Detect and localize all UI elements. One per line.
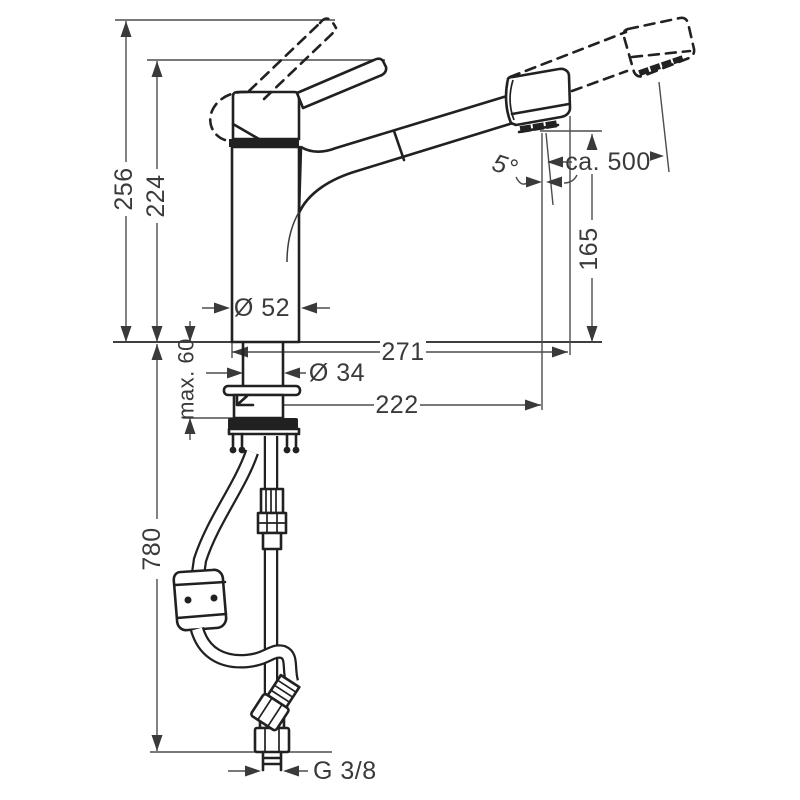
hose-weight-bands — [173, 580, 228, 620]
label-mask — [380, 340, 426, 364]
dim-reach-outlet: 222 — [375, 391, 418, 419]
handle-cap — [231, 90, 301, 141]
connection-thread — [261, 750, 283, 772]
dim-hose-drop: 780 — [138, 527, 166, 570]
stud-nut — [238, 446, 246, 454]
dim-height-lever: 224 — [142, 174, 170, 217]
hose-coupling-ribs — [259, 487, 285, 515]
stud-nut — [283, 446, 291, 454]
seal-ring — [228, 418, 298, 429]
mounting-group — [222, 341, 302, 454]
spray-head-seam — [510, 102, 571, 116]
dim-shank-diameter: Ø 34 — [309, 359, 365, 387]
dim-pull-out-length: ca. 500 — [565, 148, 651, 176]
hose-weight-screw — [210, 594, 218, 602]
hoses-group — [172, 436, 301, 772]
spout-joint-line — [392, 129, 406, 162]
pullout-path-line — [508, 30, 628, 79]
faucet-spout — [297, 94, 515, 215]
dim-body-diameter: Ø 52 — [234, 294, 290, 322]
shank-lower — [232, 393, 285, 420]
hose-weight — [172, 568, 228, 632]
hose-collar — [261, 531, 283, 551]
dimension-lines — [113, 19, 670, 772]
handle-cap-slant — [231, 122, 261, 141]
extended-head-nozzles — [638, 55, 684, 76]
hose-end-angled — [250, 673, 301, 732]
dimension-labels: 256 224 max. 60 780 165 Ø 52 Ø 34 271 22… — [110, 148, 651, 785]
dim-reach-total: 271 — [381, 338, 424, 366]
dim-height-raised-lever: 256 — [110, 167, 138, 210]
mounting-shank — [241, 341, 285, 388]
aerator-nozzles — [519, 120, 558, 134]
extended-spray-head — [622, 16, 696, 78]
raised-lever-line — [262, 28, 338, 101]
dim-max-deck-thickness: max. 60 — [174, 338, 199, 420]
handle-cap-band — [229, 139, 299, 147]
raised-lever-line — [247, 20, 323, 93]
mounting-bracket — [227, 427, 301, 436]
raised-lever-tip — [318, 17, 338, 30]
mounting-studs — [231, 432, 298, 448]
spray-head-dock-curve — [509, 79, 515, 121]
stud-nut — [292, 446, 300, 454]
dim-outlet-height: 165 — [575, 227, 603, 270]
base-plate — [222, 384, 302, 397]
hose-end-nut — [253, 726, 291, 754]
pullout-path-line — [570, 69, 629, 93]
spray-head — [504, 67, 572, 127]
dim-thread: G 3/8 — [313, 757, 377, 785]
raised-lever-back — [208, 90, 249, 142]
extended-head-seam — [630, 49, 692, 59]
label-mask — [572, 150, 650, 174]
stud-nut — [229, 446, 237, 454]
shank-detail — [235, 394, 255, 407]
label-mask — [374, 393, 420, 417]
dashed-alternate-positions — [208, 16, 696, 142]
hose-weight-screw — [184, 596, 192, 604]
spout-body-contour — [286, 211, 300, 263]
lever-handle — [295, 57, 388, 110]
